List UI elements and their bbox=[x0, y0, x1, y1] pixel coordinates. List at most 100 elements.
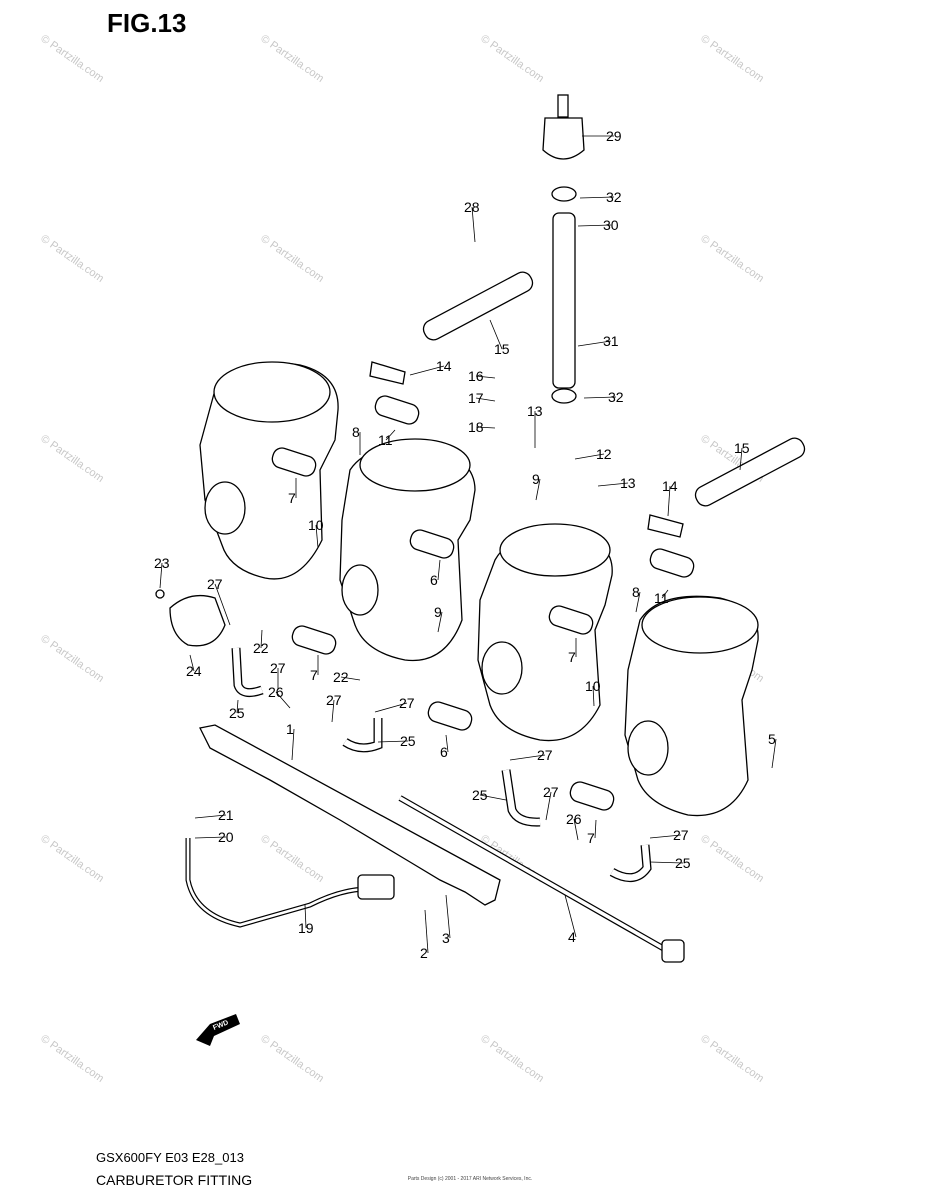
callout-16: 16 bbox=[468, 368, 484, 384]
section-name: CARBURETOR FITTING bbox=[96, 1172, 253, 1188]
leader-line-14a bbox=[409, 365, 445, 376]
leader-line-9b bbox=[437, 611, 443, 633]
leader-line-12 bbox=[574, 453, 605, 460]
copyright-notice: Parts Design (c) 2001 - 2017 ARI Network… bbox=[407, 1176, 533, 1182]
leader-line-11b bbox=[661, 589, 669, 599]
leader-line-32b bbox=[583, 396, 617, 399]
callout-13a: 13 bbox=[527, 403, 543, 419]
leader-line-13b bbox=[597, 482, 629, 487]
leader-line-5 bbox=[771, 738, 777, 769]
leader-line-21 bbox=[194, 814, 227, 819]
leader-line-1 bbox=[291, 728, 295, 761]
leader-line-27d bbox=[374, 702, 408, 713]
callout-25d: 25 bbox=[675, 855, 691, 871]
callout-6b: 6 bbox=[440, 744, 448, 760]
leader-line-22b bbox=[340, 676, 361, 681]
cable bbox=[185, 838, 395, 928]
callout-29: 29 bbox=[606, 128, 622, 144]
leader-line-16 bbox=[475, 375, 496, 379]
leader-line-14b bbox=[667, 485, 671, 517]
fwd-arrow-icon: FWD bbox=[196, 1014, 240, 1046]
leader-line-6b bbox=[445, 734, 449, 753]
fuel-filter-assembly bbox=[542, 94, 585, 404]
callout-23: 23 bbox=[154, 555, 170, 571]
callout-27d: 27 bbox=[399, 695, 415, 711]
throttle-sensor bbox=[155, 589, 226, 647]
callout-27g: 27 bbox=[673, 827, 689, 843]
callout-18: 18 bbox=[468, 419, 484, 435]
leader-line-3 bbox=[445, 894, 451, 939]
leader-line-8b bbox=[635, 591, 641, 613]
callout-25c: 25 bbox=[472, 787, 488, 803]
rod-and-bracket bbox=[199, 724, 685, 963]
callout-14b: 14 bbox=[662, 478, 678, 494]
leader-line-17 bbox=[475, 397, 496, 402]
callout-20: 20 bbox=[218, 829, 234, 845]
callout-27f: 27 bbox=[543, 784, 559, 800]
vent-hoses bbox=[231, 647, 652, 883]
callout-25a: 25 bbox=[229, 705, 245, 721]
callout-7b: 7 bbox=[310, 667, 318, 683]
watermark-text: © Partzilla.com bbox=[698, 833, 766, 885]
leader-line-10a bbox=[315, 524, 319, 549]
callout-10a: 10 bbox=[308, 517, 324, 533]
carburetor-3 bbox=[477, 523, 613, 742]
callout-27a: 27 bbox=[207, 576, 223, 592]
watermark-text: © Partzilla.com bbox=[698, 233, 766, 285]
callout-4: 4 bbox=[568, 929, 576, 945]
carburetor-1 bbox=[199, 361, 339, 580]
leader-line-2 bbox=[424, 909, 429, 954]
callout-15a: 15 bbox=[494, 341, 510, 357]
callout-27e: 27 bbox=[537, 747, 553, 763]
leader-line-27c bbox=[331, 699, 335, 723]
watermark-text: © Partzilla.com bbox=[478, 1033, 546, 1085]
callout-30: 30 bbox=[603, 217, 619, 233]
leader-line-22a bbox=[260, 629, 263, 649]
leader-line-28 bbox=[471, 206, 476, 243]
leader-line-20 bbox=[194, 836, 227, 839]
leader-line-27e bbox=[509, 754, 546, 761]
carburetor-2 bbox=[339, 438, 476, 662]
leader-line-7d bbox=[594, 819, 597, 839]
watermark-text: © Partzilla.com bbox=[478, 33, 546, 85]
callout-3: 3 bbox=[442, 930, 450, 946]
callout-17: 17 bbox=[468, 390, 484, 406]
leader-line-4 bbox=[564, 894, 577, 938]
callout-27b: 27 bbox=[270, 660, 286, 676]
callout-9a: 9 bbox=[532, 471, 540, 487]
callout-21: 21 bbox=[218, 807, 234, 823]
model-code: GSX600FY E03 E28_013 bbox=[96, 1150, 244, 1165]
leader-line-19 bbox=[304, 904, 307, 929]
watermark-text: © Partzilla.com bbox=[38, 1033, 106, 1085]
carburetor-4 bbox=[624, 595, 759, 817]
leader-lines bbox=[159, 135, 777, 954]
leader-line-25b bbox=[377, 740, 409, 743]
leader-line-9a bbox=[535, 478, 541, 501]
leader-line-27g bbox=[649, 834, 682, 839]
callout-27c: 27 bbox=[326, 692, 342, 708]
leader-line-11a bbox=[385, 429, 396, 441]
leader-line-10b bbox=[592, 685, 595, 707]
callout-13b: 13 bbox=[620, 475, 636, 491]
leader-line-24 bbox=[189, 654, 195, 672]
callout-8b: 8 bbox=[632, 584, 640, 600]
watermark-text: © Partzilla.com bbox=[38, 833, 106, 885]
callout-19: 19 bbox=[298, 920, 314, 936]
callout-32a: 32 bbox=[606, 189, 622, 205]
watermark-text: © Partzilla.com bbox=[698, 1033, 766, 1085]
leader-line-6a bbox=[437, 559, 441, 581]
leader-line-23 bbox=[159, 562, 163, 589]
callout-25b: 25 bbox=[400, 733, 416, 749]
leader-line-15a bbox=[489, 319, 503, 350]
callout-12: 12 bbox=[596, 446, 612, 462]
leader-line-25c bbox=[479, 794, 507, 801]
callout-7a: 7 bbox=[288, 490, 296, 506]
callout-14a: 14 bbox=[436, 358, 452, 374]
leader-line-25a bbox=[236, 699, 239, 714]
callout-6a: 6 bbox=[430, 572, 438, 588]
callout-11a: 11 bbox=[378, 432, 393, 448]
leader-line-26b bbox=[573, 818, 579, 841]
watermark-text: © Partzilla.com bbox=[38, 633, 106, 685]
callout-5: 5 bbox=[768, 731, 776, 747]
